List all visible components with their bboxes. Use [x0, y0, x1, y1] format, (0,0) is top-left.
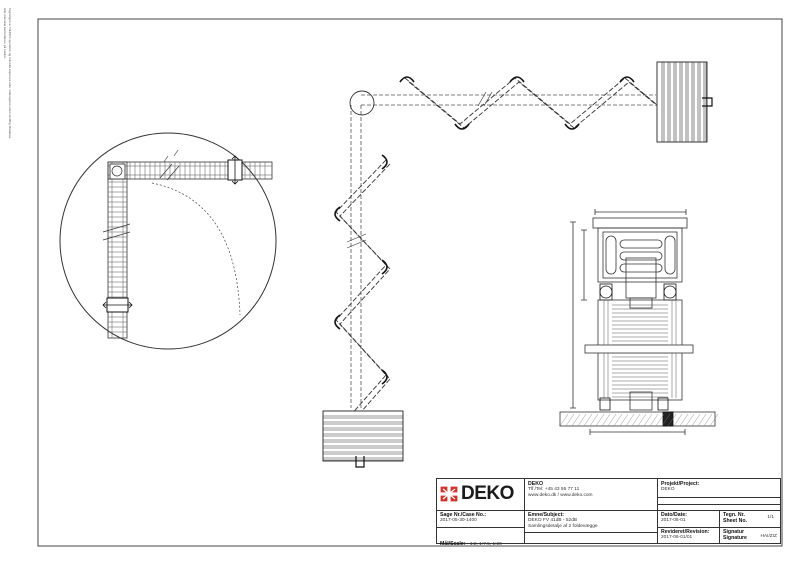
logo-cell: [437, 479, 525, 511]
side-disclaimer: Tegningen er DEKO's ejendom og må ikke k…: [2, 8, 16, 139]
project-label: Projekt/Project:: [661, 481, 700, 487]
signature-cell: Signatur Signature HAI/ZIZ: [720, 528, 780, 543]
date-value: 2017-05-01: [661, 518, 686, 523]
signature-value: HAI/ZIZ: [760, 534, 777, 539]
company-cell: DEKO Tlf./Tel: +45 43 55 77 11 www.deko.…: [525, 479, 658, 511]
logo-text: DEKO: [461, 483, 514, 504]
date-cell: Dato/Date: 2017-05-01: [658, 511, 720, 528]
company-web: www.deko.dk / www.deko.com: [528, 493, 593, 498]
sheet-cell: Tegn. Nr. Sheet No. 1/1: [720, 511, 780, 528]
project-cell: Projekt/Project: DEKO: [658, 479, 780, 511]
signature-label-2: Signature: [723, 535, 747, 541]
deko-logo: DEKO: [440, 483, 520, 504]
case-value: 2017-05-30-1400: [440, 518, 477, 523]
subject-label: Emne/Subject:: [528, 512, 565, 518]
section-view: [559, 209, 719, 435]
case-label: Sage Nr./Case No.:: [440, 512, 487, 518]
subject-line-1: DEKO FV 41dB - 52dB: [528, 518, 578, 523]
sheet-value: 1/1: [767, 515, 774, 520]
revision-value: 2017-06-01/01: [661, 535, 693, 540]
stacked-panels-bottom: [322, 410, 404, 468]
subject-cell: Emne/Subject: DEKO FV 41dB - 52dB Samlin…: [525, 511, 658, 543]
case-cell: Sage Nr./Case No.: 2017-05-30-1400: [437, 511, 525, 528]
signature-label-1: Signatur: [723, 529, 745, 535]
date-label: Dato/Date:: [661, 512, 687, 518]
side-note-line-2: Alle mål skal kontrolleres på stedet.: [3, 8, 7, 59]
deko-logo-mark-icon: [440, 486, 458, 502]
subject-line-2: Samlingsdetalje af 2 foldevægge: [528, 524, 598, 529]
sheet-label-1: Tegn. Nr.: [723, 512, 745, 518]
sheet-border: [37, 18, 783, 547]
scale-cell: Mål/Scale: 1:2, 1:7.5, 1:20: [437, 528, 525, 547]
detail-circle-view: [59, 132, 277, 350]
sheet-label-2: Sheet No.: [723, 518, 747, 524]
revision-label: Revideret/Revision:: [661, 529, 710, 535]
scale-value: 1:2, 1:7.5, 1:20: [469, 542, 502, 547]
stacked-panels-right: [656, 61, 713, 143]
revision-cell: Revideret/Revision: 2017-06-01/01: [658, 528, 720, 543]
company-phone: Tlf./Tel: +45 43 55 77 11: [528, 487, 580, 492]
scale-label: Mål/Scale:: [440, 541, 466, 547]
plan-view-folding-walls: [322, 61, 713, 468]
company-name: DEKO: [528, 481, 543, 487]
project-value: DEKO: [661, 487, 675, 492]
side-note-line-1: Tegningen er DEKO's ejendom og må ikke k…: [8, 8, 12, 140]
title-block: DEKO Tlf./Tel: +45 43 55 77 11 www.deko.…: [436, 478, 781, 547]
detail-marker-circle: [349, 90, 375, 116]
